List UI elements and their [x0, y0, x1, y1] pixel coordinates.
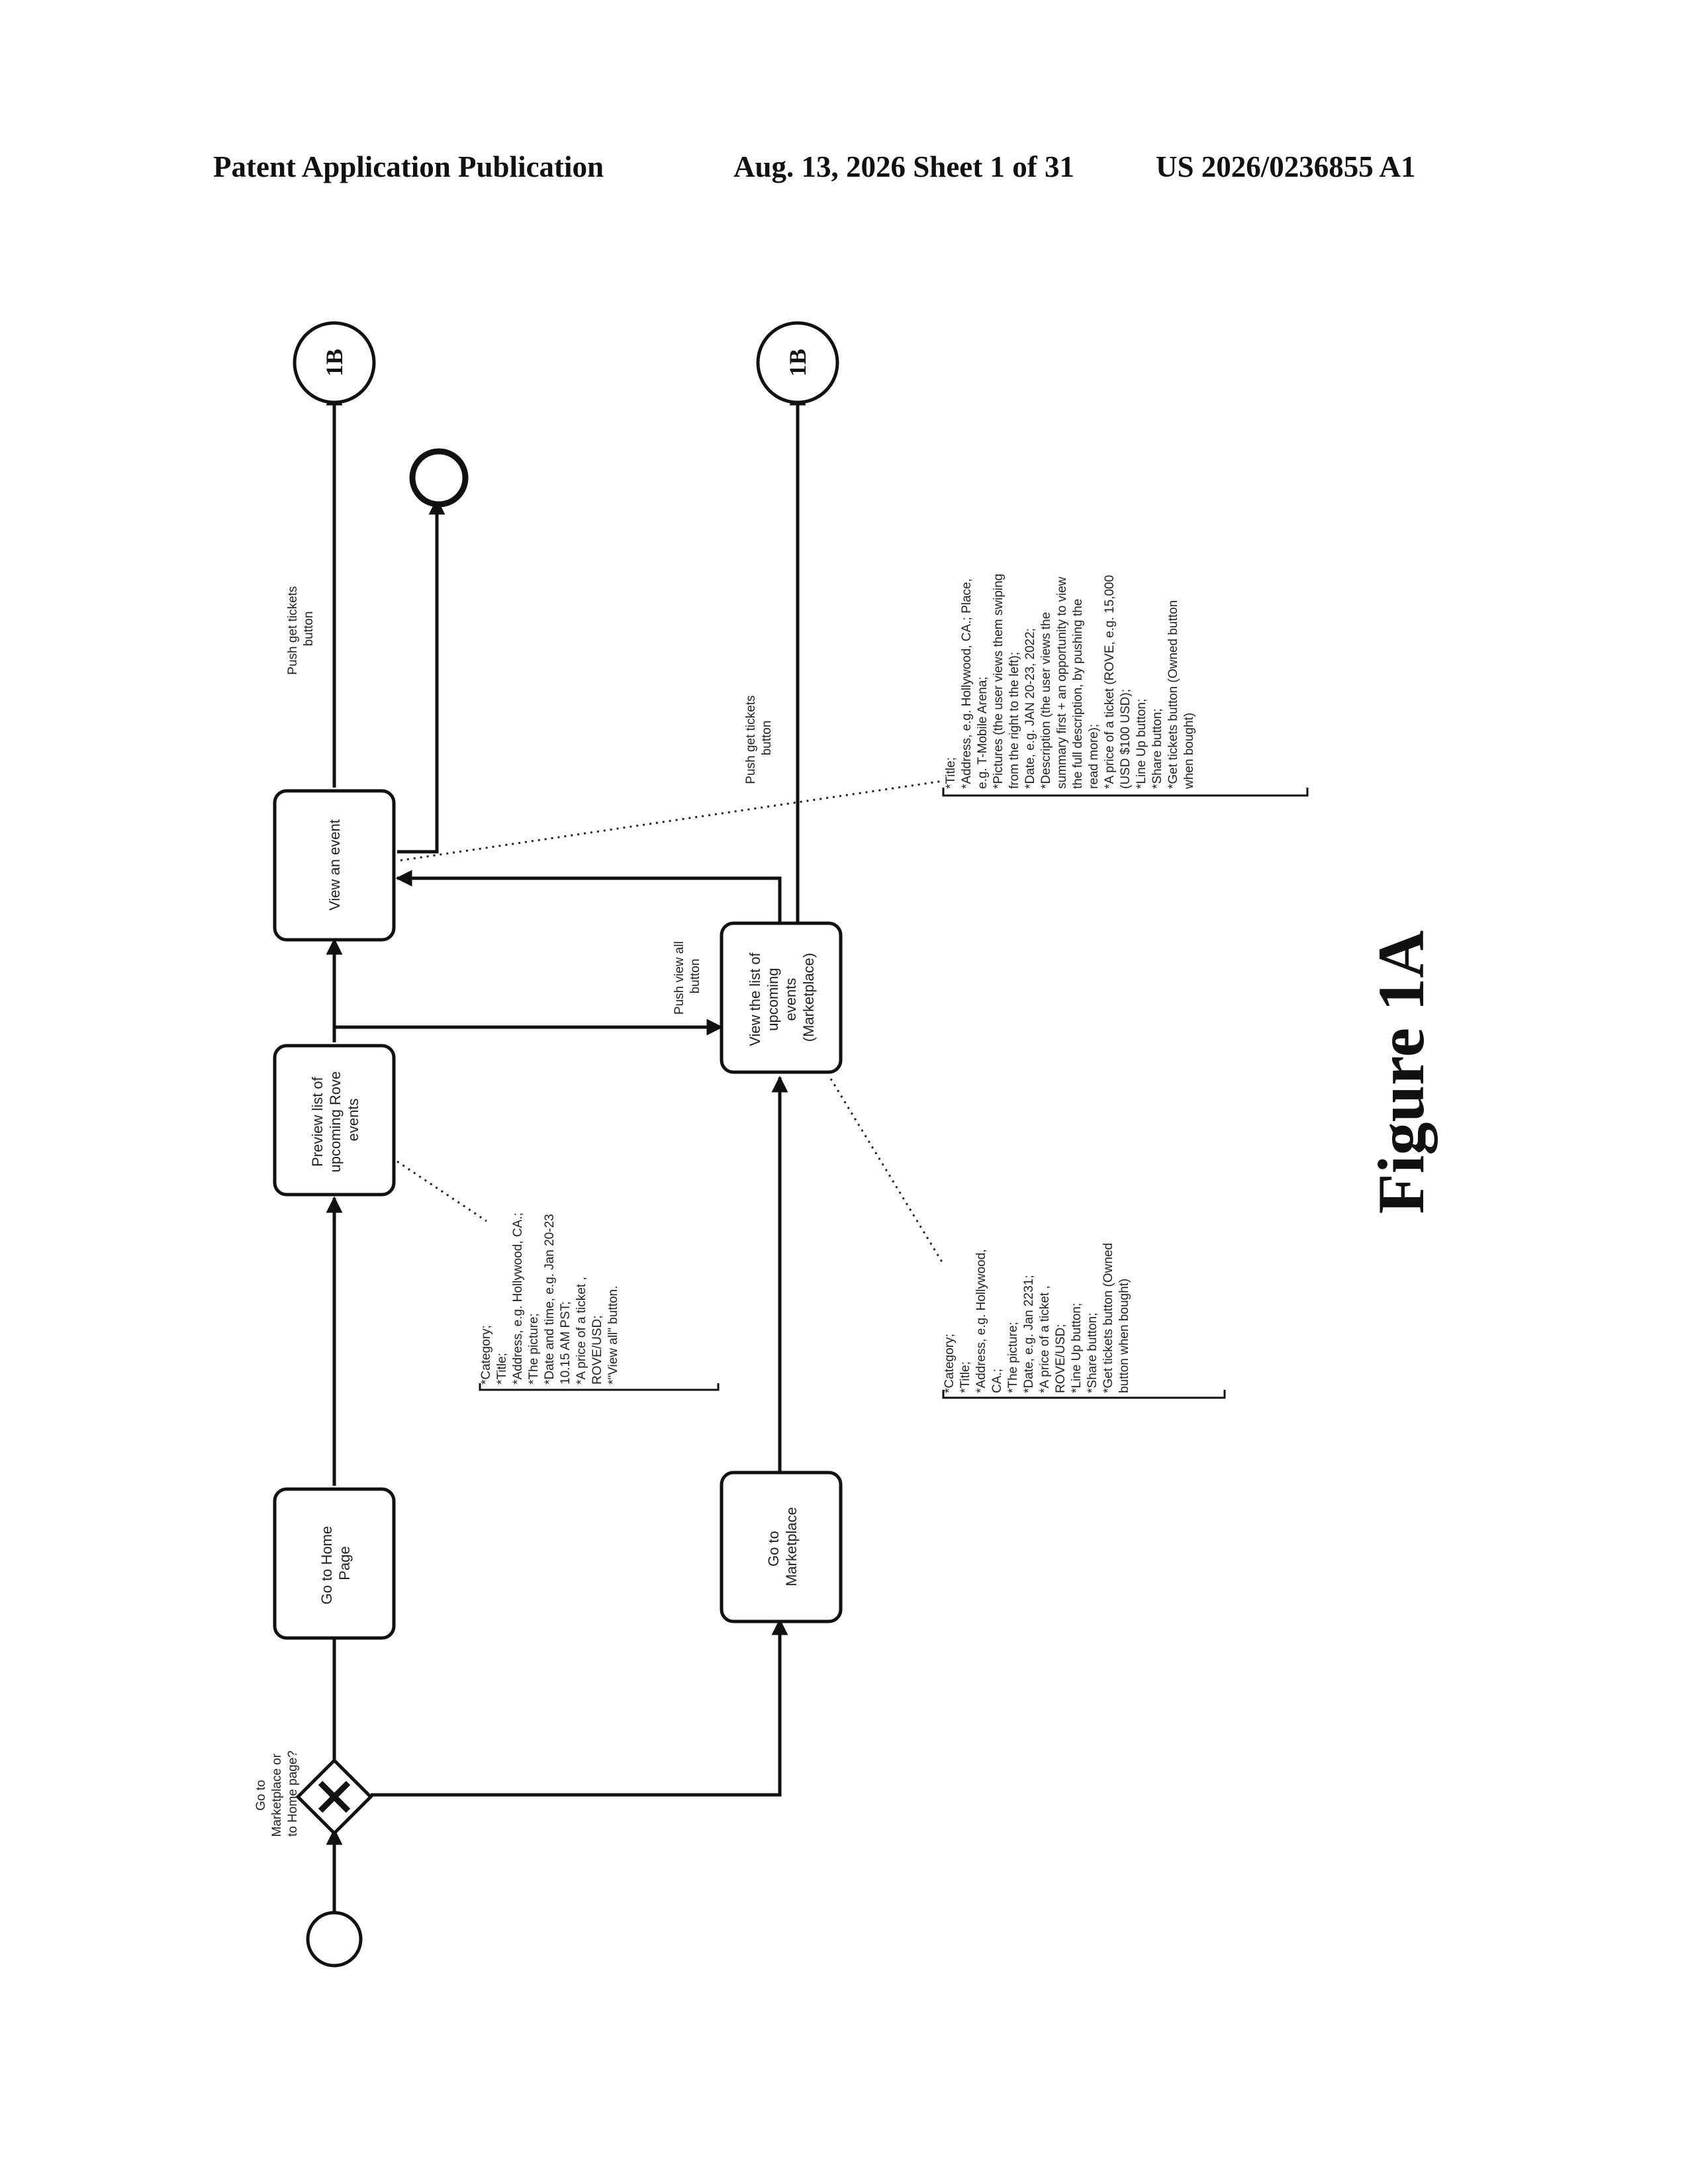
start-event [308, 1913, 361, 1966]
svg-text:*Category; *Title;: *Category; *Title; *Address, e.g. Hollyw… [479, 1209, 620, 1385]
edge-view-event-end [397, 500, 437, 852]
task-go-to-home-page: Go to Home Page [275, 1489, 394, 1638]
task-preview-upcoming-events: Preview list of upcoming Rove events [275, 1046, 394, 1195]
link-preview-notes [397, 1161, 487, 1221]
annotation-preview-list: *Category; *Title; *Address, e.g. Hollyw… [479, 1209, 718, 1390]
gateway-label: Go to Marketplace or to Home page? [254, 1751, 300, 1837]
annotation-view-event: *Title; *Address, e.g. Hollywood, CA.; P… [943, 570, 1307, 796]
svg-text:*Title; *Address, e.g. H: *Title; *Address, e.g. Hollywood, CA.; P… [944, 570, 1196, 790]
svg-text:1B: 1B [784, 349, 811, 377]
task-go-to-marketplace: Go to Marketplace [722, 1473, 841, 1621]
link-event-notes [400, 781, 943, 860]
edge-label-push-view-all: Push view all button [673, 938, 702, 1015]
figure-label: Figure 1A [1364, 931, 1438, 1214]
exclusive-gateway [298, 1760, 371, 1833]
annotation-links [397, 781, 943, 1264]
task-view-upcoming-marketplace: View the list of upcoming events (Market… [722, 923, 841, 1072]
flow-edges [334, 390, 798, 1913]
edge-upcoming-view-event [397, 878, 780, 923]
edge-label-push-get-tickets-bottom: Push get tickets button [744, 692, 774, 784]
end-event [412, 451, 465, 504]
edge-label-push-get-tickets-top: Push get tickets button [286, 582, 316, 674]
task-view-an-event: View an event [275, 791, 394, 940]
annotation-upcoming-marketplace: *Category; *Title; *Address, e.g. Hollyw… [943, 1240, 1225, 1398]
link-upcoming-notes [831, 1079, 943, 1264]
connector-1b-bottom: 1B [758, 323, 837, 402]
svg-text:1B: 1B [321, 349, 348, 377]
svg-text:View an event: View an event [326, 819, 343, 911]
svg-text:*Category; *Title;: *Category; *Title; *Address, e.g. Hollyw… [943, 1240, 1131, 1393]
edge-gateway-marketplace [371, 1620, 780, 1795]
connector-1b-top: 1B [295, 323, 374, 402]
